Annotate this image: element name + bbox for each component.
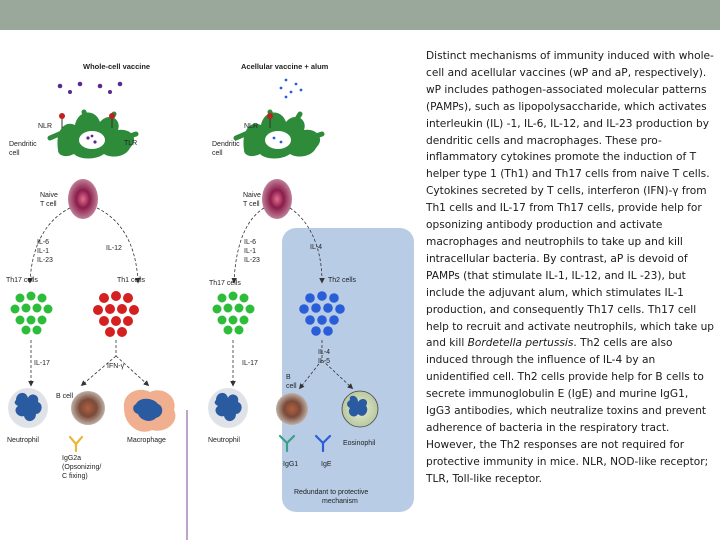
neutrophil-label-left: Neutrophil bbox=[7, 437, 39, 444]
nlr-label-right: NLR bbox=[244, 123, 258, 130]
pamp-dots-left bbox=[57, 81, 123, 94]
eosinophil bbox=[341, 390, 379, 428]
neutrophil-label-right: Neutrophil bbox=[208, 437, 240, 444]
th17-label-left: Th17 cells bbox=[6, 277, 38, 284]
tlr-label-left: TLR bbox=[124, 140, 137, 147]
eosinophil-label: Eosinophil bbox=[343, 440, 376, 447]
th1-cluster bbox=[93, 291, 139, 337]
macrophage bbox=[123, 389, 176, 432]
slide-top-bar bbox=[0, 0, 720, 30]
antigen-dots-right bbox=[279, 78, 303, 99]
figure-caption: Distinct mechanisms of immunity induced … bbox=[426, 48, 716, 488]
right-title: Acellular vaccine + alum bbox=[241, 62, 329, 71]
tlr-receptor-left bbox=[109, 113, 115, 119]
il4-label: IL-4 bbox=[310, 244, 322, 251]
ifn-label: IFN-γ bbox=[107, 363, 125, 370]
antibody-igg2a bbox=[68, 435, 84, 453]
igg2a-label: IgG2a(Opsonizing/C fixing) bbox=[62, 455, 101, 480]
dendritic-cell-right bbox=[233, 109, 325, 159]
th17-label-right: Th17 cells bbox=[209, 280, 241, 287]
b-cell-right bbox=[276, 393, 308, 425]
il12-label: IL-12 bbox=[106, 245, 122, 252]
bcell-label-left: B cell bbox=[56, 393, 74, 400]
neutrophil-right bbox=[208, 388, 248, 428]
th1-label: Th1 cells bbox=[117, 277, 146, 284]
b-cell-left bbox=[71, 391, 105, 425]
antibody-ige bbox=[314, 434, 332, 453]
il17-label-right: IL-17 bbox=[242, 360, 258, 367]
naive-t-cell-left bbox=[68, 179, 98, 219]
il17-label-left: IL-17 bbox=[34, 360, 50, 367]
dendritic-cell-left bbox=[47, 109, 139, 159]
macrophage-label: Macrophage bbox=[127, 437, 166, 444]
naive-t-cell-right bbox=[262, 179, 292, 219]
th2-cluster bbox=[299, 291, 345, 336]
neutrophil-left bbox=[8, 388, 48, 428]
th17-cluster-right bbox=[212, 291, 255, 335]
caption-text-2: . Th2 cells are also induced through the… bbox=[426, 337, 709, 485]
nlr-receptor-left bbox=[59, 113, 65, 119]
th2-label: Th2 cells bbox=[328, 277, 357, 284]
antibody-igg1 bbox=[278, 434, 296, 453]
th17-cluster-left bbox=[10, 291, 53, 335]
igg1-label: IgG1 bbox=[283, 461, 298, 468]
ige-label: IgE bbox=[321, 461, 332, 468]
caption-species: Bordetella pertussis bbox=[467, 337, 574, 350]
caption-text-1: Distinct mechanisms of immunity induced … bbox=[426, 50, 715, 350]
left-title: Whole-cell vaccine bbox=[83, 62, 150, 71]
nlr-label-left: NLR bbox=[38, 123, 52, 130]
th2-panel bbox=[282, 228, 414, 512]
nlr-receptor-right bbox=[267, 113, 273, 119]
